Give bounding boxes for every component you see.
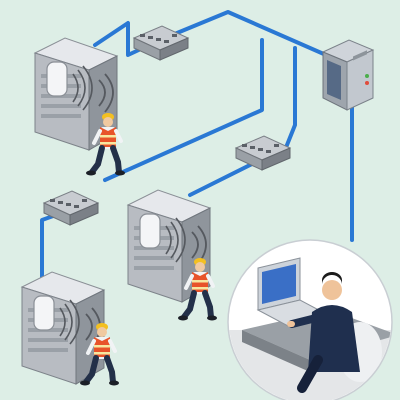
server-cabinet xyxy=(321,39,375,111)
link-portal1-backbone xyxy=(103,38,264,182)
link-portal1-uplink xyxy=(93,21,145,57)
link-reader1-backbone xyxy=(158,10,344,64)
link-reader2-uplink xyxy=(283,46,297,152)
link-portal2-reader2 xyxy=(188,158,262,197)
operator xyxy=(287,272,382,393)
laptop xyxy=(256,257,332,327)
network-links xyxy=(40,10,354,292)
